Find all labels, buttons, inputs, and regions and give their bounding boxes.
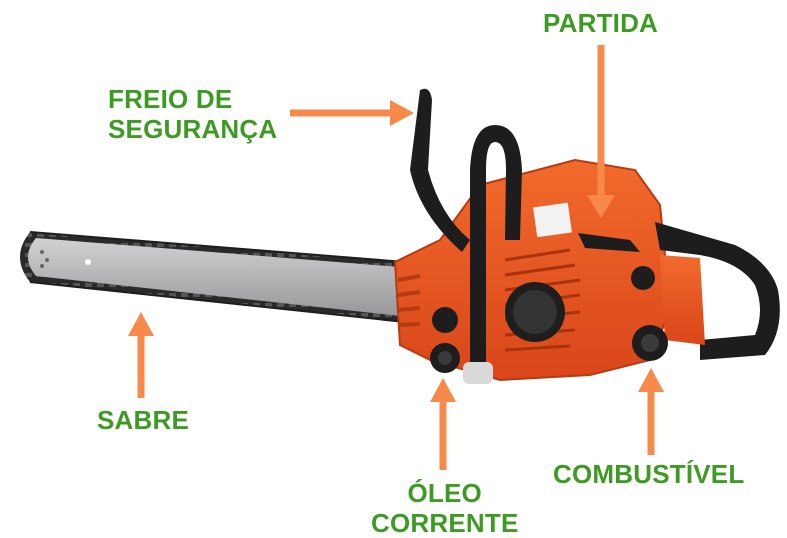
guide-bar bbox=[20, 232, 405, 322]
arrow-combustivel bbox=[638, 368, 664, 455]
label-partida-text: PARTIDA bbox=[543, 8, 659, 38]
arrow-sabre bbox=[128, 312, 154, 398]
engine-housing bbox=[393, 158, 672, 382]
label-freio-line1: FREIO DE bbox=[108, 84, 233, 114]
label-oleo-line2: CORRENTE bbox=[371, 508, 519, 538]
label-sabre: SABRE bbox=[97, 405, 189, 435]
pointer-arrows bbox=[128, 45, 664, 470]
label-combustivel-text: COMBUSTÍVEL bbox=[553, 459, 745, 489]
label-sabre-text: SABRE bbox=[97, 405, 190, 435]
starter-grip bbox=[578, 233, 640, 252]
front-handle bbox=[470, 125, 522, 370]
chain-brake-lever bbox=[410, 88, 470, 252]
arrow-oleo bbox=[430, 378, 456, 470]
warning-sticker bbox=[533, 202, 572, 238]
label-combustivel: COMBUSTÍVEL bbox=[553, 459, 744, 489]
arrow-partida bbox=[587, 45, 615, 218]
oil-cap-upper bbox=[432, 307, 458, 333]
rear-handle bbox=[655, 222, 780, 360]
saw-chain bbox=[29, 231, 406, 323]
label-freio-de-seguranca: FREIO DE SEGURANÇA bbox=[108, 84, 277, 144]
label-oleo-line1: ÓLEO bbox=[407, 478, 482, 508]
label-freio-line2: SEGURANÇA bbox=[108, 114, 278, 144]
label-oleo-corrente: ÓLEO CORRENTE bbox=[371, 478, 519, 538]
arrow-freio bbox=[290, 100, 414, 126]
label-partida: PARTIDA bbox=[543, 8, 658, 38]
